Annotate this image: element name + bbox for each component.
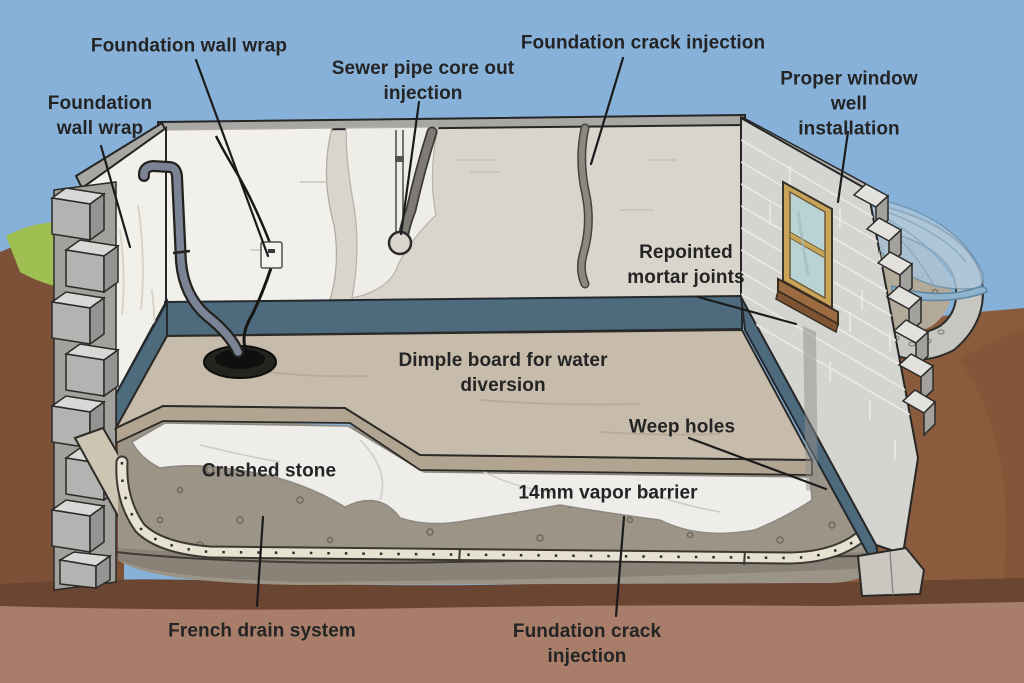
- leader-window-well: [836, 130, 850, 204]
- leader-weep-holes: [687, 436, 828, 491]
- discharge-pipe: [140, 162, 242, 356]
- right-footing: [856, 546, 926, 598]
- leader-sewer-pipe: [399, 100, 421, 236]
- sump-pit-hole: [215, 349, 265, 369]
- window-sill-face: [775, 289, 839, 334]
- sewer-core-hole: [387, 230, 413, 256]
- window-stain-streak: [803, 326, 818, 492]
- right-cut-blocks: [852, 183, 937, 437]
- back-wall-mortar-hints: [250, 159, 708, 251]
- wall-wrap-sewer-patch: [345, 126, 439, 299]
- leader-foundation-crack-bottom: [614, 515, 626, 618]
- vapor-barrier-sheet: [131, 422, 813, 535]
- vapor-barrier-creases: [199, 439, 721, 513]
- outlet-slot: [268, 249, 275, 253]
- leader-foundation-wall-wrap-left: [99, 144, 132, 249]
- leader-lines: [99, 56, 850, 618]
- slab-top: [113, 328, 814, 462]
- foundation-crack: [578, 125, 592, 287]
- leader-repointed-mortar: [696, 295, 798, 326]
- back-wall: [157, 113, 746, 321]
- window-rail: [789, 231, 826, 259]
- right-wall: [740, 115, 937, 598]
- soil-right-shade: [960, 330, 1024, 660]
- leader-french-drain: [255, 515, 265, 608]
- left-cutaway: [50, 181, 170, 591]
- power-cord-down: [242, 267, 273, 351]
- sump-pump: [137, 135, 283, 379]
- floor-slab: [113, 328, 814, 476]
- left-cut-blocks: [50, 187, 120, 590]
- french-drain-joints: [458, 547, 746, 566]
- leader-foundation-crack-top: [589, 56, 625, 166]
- soil-band-dark: [0, 578, 1024, 612]
- gravel-lower-band: [118, 548, 878, 582]
- leader-foundation-wall-wrap-top: [194, 58, 270, 258]
- soil-band-light: [0, 602, 1024, 683]
- window-glass-reflection: [796, 211, 810, 277]
- pipe-coupling: [172, 249, 191, 255]
